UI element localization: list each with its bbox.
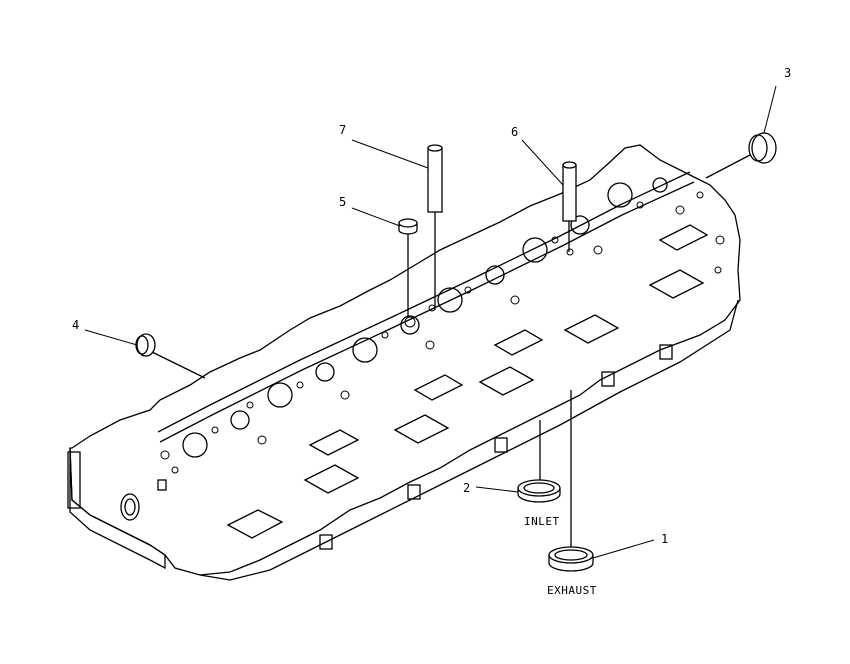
exhaust-label: EXHAUST [547, 584, 597, 597]
inlet-seat-insert [517, 420, 561, 503]
plug-end [705, 132, 777, 179]
head-bolt-holes [182, 177, 668, 458]
callout-5: 5 [339, 195, 346, 209]
callout-4: 4 [72, 318, 79, 332]
cylinder-head [67, 144, 741, 581]
inlet-label: INLET [524, 515, 560, 528]
plug-small [398, 218, 418, 318]
callout-7: 7 [339, 123, 346, 137]
ports [226, 224, 709, 539]
leader-lines [84, 85, 777, 559]
side-bosses [157, 344, 673, 550]
callout-6: 6 [511, 125, 518, 139]
dowel-pin-short [562, 161, 577, 252]
callout-1: 1 [661, 532, 668, 546]
exhaust-seat-insert [548, 390, 594, 572]
callout-3: 3 [784, 66, 791, 80]
callout-2: 2 [463, 481, 470, 495]
small-holes [160, 191, 725, 474]
dowel-pin-long [427, 144, 443, 310]
plug-side [135, 333, 206, 379]
